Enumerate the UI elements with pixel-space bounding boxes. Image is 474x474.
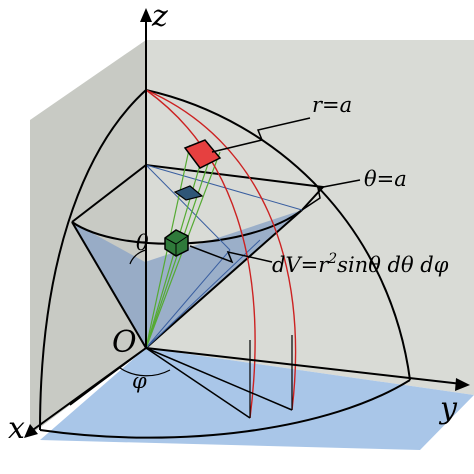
origin-label: O	[112, 325, 137, 360]
z-axis-arrowhead	[140, 8, 152, 22]
volume-eq-suffix: sinθ dθ dφ	[337, 253, 449, 277]
volume-eq-exponent: 2	[327, 251, 337, 267]
cone-radial-line	[145, 239, 261, 349]
x-axis	[29, 347, 147, 433]
sphere-outline-xz	[39, 89, 147, 431]
volume-element-cube	[164, 229, 189, 257]
phi-label: φ	[132, 369, 147, 393]
cone-edge-left	[71, 221, 147, 349]
z-axis-label: z	[151, 0, 168, 34]
volume-eq-prefix: dV=r	[272, 253, 330, 277]
cube-edge	[175, 235, 189, 245]
cone-radial-line	[145, 164, 303, 211]
sphere-equation-label: r=a	[312, 93, 352, 117]
theta-arc	[129, 249, 147, 265]
leader-line-volume	[189, 245, 273, 264]
floor-xy-plane	[40, 348, 474, 450]
y-axis	[145, 347, 463, 385]
sphere-area-patch	[183, 139, 222, 169]
floor-line	[145, 347, 251, 419]
cone-radial-line	[145, 249, 231, 349]
cone-rim-back	[71, 163, 326, 223]
meridian-arc	[145, 89, 256, 419]
leader-line-sphere	[211, 117, 311, 153]
cone-area-patch	[173, 185, 204, 201]
cone-equation-label: θ=a	[364, 167, 407, 191]
volume-equation-label: dV=r2sinθ dθ dφ	[272, 251, 449, 277]
meridian-arc	[145, 89, 297, 411]
theta-label: θ	[136, 231, 149, 255]
x-axis-arrowhead	[24, 424, 38, 438]
floor-line	[145, 347, 293, 411]
cube-edge	[164, 237, 177, 245]
phi-arc	[119, 367, 171, 377]
y-axis-label: y	[438, 391, 458, 426]
sphere-outline-xy	[39, 379, 411, 439]
leader-line-cone	[301, 179, 361, 211]
y-axis-arrowhead	[455, 378, 470, 391]
x-axis-label: x	[8, 411, 25, 446]
